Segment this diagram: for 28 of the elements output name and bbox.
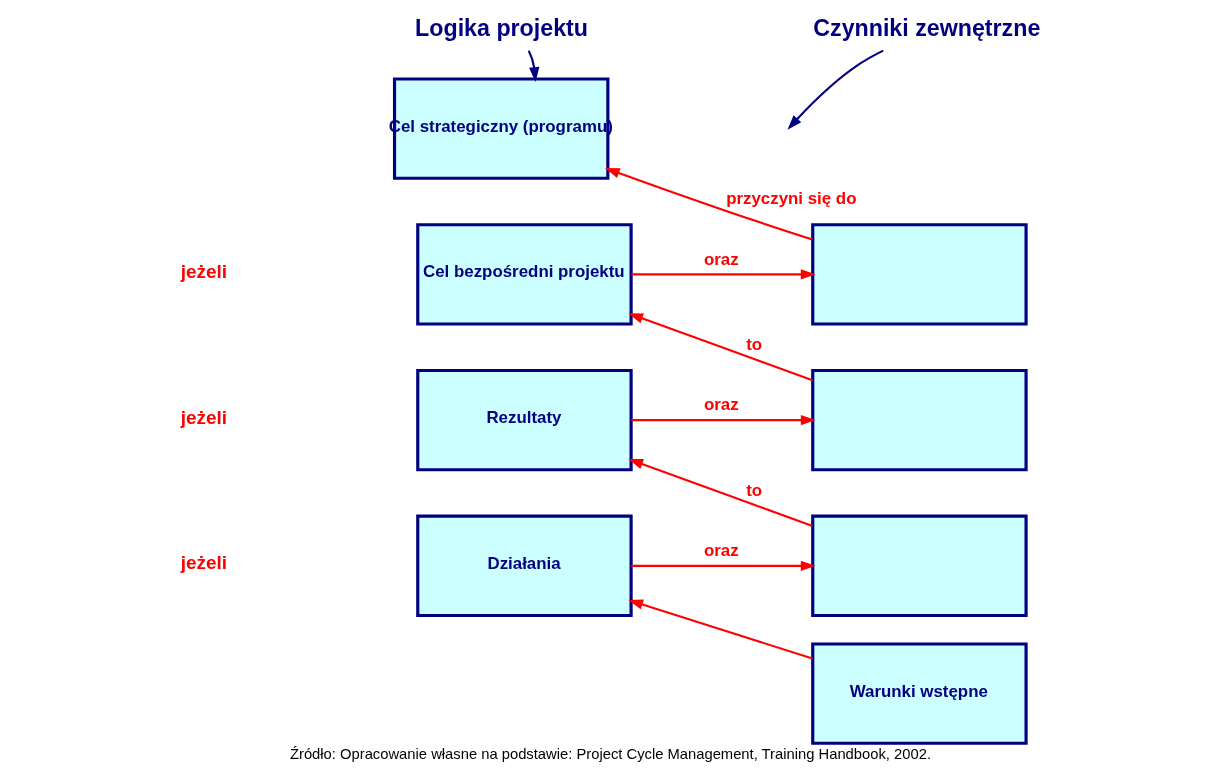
arrow [604,168,813,241]
arrow [628,599,813,660]
arrow [631,560,816,571]
label: jeżeli [180,552,228,574]
node-box [811,514,1028,618]
node-box [811,223,1028,326]
label: jeżeli [180,260,228,282]
arrow [631,414,816,426]
arrow [628,458,813,527]
edge-label: to [746,335,763,355]
node-box: Warunki wstępne [811,642,1028,745]
label: jeżeli [180,406,228,428]
caption: Źródło: Opracowanie własne na podstawie: Project Cycle Management, Training Handbook, 2002. [289,746,932,763]
node-text: Logika projektu [415,15,588,42]
arrow [628,313,813,382]
node-box: Rezultaty [416,368,633,472]
edge-label: oraz [703,395,739,415]
arrow [631,269,816,280]
edge-label: przyczyni się do [726,189,857,209]
node-text: Czynniki zewnętrzne [813,15,1041,42]
edge-label: to [746,480,763,500]
node-box: Działania [416,514,633,618]
node-box: Cel bezpośredni projektu [416,223,633,326]
node-box [811,368,1028,472]
edge-label: oraz [703,541,739,561]
edge-label: oraz [703,249,739,269]
arrow [787,49,884,130]
arrow [527,50,540,83]
